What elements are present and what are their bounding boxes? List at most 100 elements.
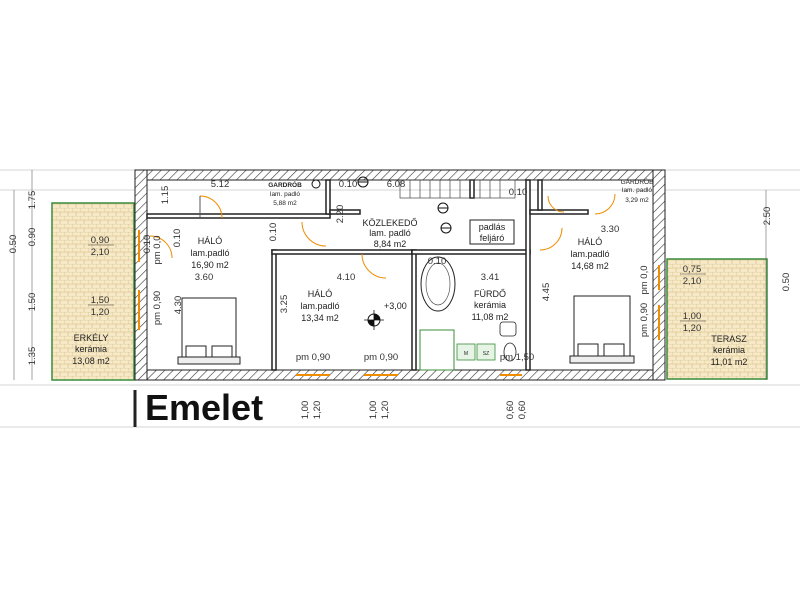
svg-text:HÁLÓ: HÁLÓ [578, 237, 603, 247]
bathtub-inner [425, 262, 451, 306]
svg-text:0,75: 0,75 [683, 264, 702, 275]
svg-text:pm 0,0: pm 0,0 [152, 235, 163, 264]
svg-text:0.10: 0.10 [268, 223, 279, 242]
toilet [503, 342, 517, 362]
svg-text:padlás: padlás [479, 222, 506, 232]
svg-text:1,20: 1,20 [312, 401, 323, 420]
windows [138, 230, 660, 376]
svg-text:pm 0,90: pm 0,90 [152, 291, 163, 325]
svg-text:ERKÉLY: ERKÉLY [74, 333, 109, 343]
terrace-area [666, 258, 768, 380]
window-labels: 0,90 2,10 1,50 1,20 0,75 2,10 1,00 1,20 … [88, 235, 706, 419]
svg-text:kerámia: kerámia [75, 344, 107, 354]
svg-text:pm 0,90: pm 0,90 [364, 352, 398, 363]
door-swings [149, 193, 616, 279]
room-halo-mid: HÁLÓ lam.padló 13,34 m2 [300, 289, 339, 323]
svg-text:1.50: 1.50 [27, 293, 38, 312]
svg-text:3.60: 3.60 [195, 272, 214, 283]
svg-text:1,20: 1,20 [683, 323, 702, 334]
svg-text:2,10: 2,10 [683, 276, 702, 287]
bathtub [420, 256, 456, 312]
svg-text:8,84 m2: 8,84 m2 [374, 239, 407, 249]
svg-text:5.12: 5.12 [211, 179, 230, 190]
svg-text:1,00: 1,00 [368, 401, 379, 420]
room-erkely: ERKÉLY kerámia 13,08 m2 [72, 333, 110, 366]
room-furdo: FÜRDŐ kerámia 11,08 m2 [472, 289, 509, 322]
svg-text:14,68 m2: 14,68 m2 [571, 261, 609, 271]
svg-text:HÁLÓ: HÁLÓ [198, 236, 223, 246]
svg-text:0.50: 0.50 [781, 273, 792, 292]
svg-text:pm 0,90: pm 0,90 [296, 352, 330, 363]
svg-text:13,34 m2: 13,34 m2 [301, 313, 339, 323]
svg-text:lam.padló: lam.padló [300, 301, 339, 311]
svg-text:5,88 m2: 5,88 m2 [273, 200, 297, 207]
room-terasz: TERASZ kerámia 11,01 m2 [711, 334, 748, 367]
svg-text:lam.padló: lam.padló [570, 249, 609, 259]
svg-text:1,50: 1,50 [91, 295, 110, 306]
svg-text:1.15: 1.15 [160, 186, 171, 205]
svg-text:3.30: 3.30 [601, 224, 620, 235]
attic-label: padlás feljáró [479, 222, 506, 243]
attic-ladder-box [469, 219, 515, 245]
svg-text:lam.padló: lam.padló [190, 248, 229, 258]
svg-text:4.30: 4.30 [173, 296, 184, 315]
exterior-dimensions: 1.75 0.90 0.50 1.50 1.35 2.50 0.50 0.10 [8, 191, 792, 366]
svg-text:pm 0,0: pm 0,0 [639, 265, 650, 294]
svg-text:kerámia: kerámia [474, 300, 506, 310]
svg-text:0,60: 0,60 [505, 401, 516, 420]
svg-text:2.20: 2.20 [335, 205, 346, 224]
svg-text:6.08: 6.08 [387, 179, 406, 190]
level-marker [364, 310, 384, 330]
washing-machine [456, 343, 476, 361]
washer-label: M [464, 351, 468, 357]
svg-text:13,08 m2: 13,08 m2 [72, 356, 110, 366]
svg-text:pm 0,90: pm 0,90 [639, 303, 650, 337]
svg-text:0.10: 0.10 [172, 229, 183, 248]
room-gardrob-left: GARDRÓB lam. padló 5,88 m2 [268, 180, 302, 207]
balcony-area [51, 202, 135, 381]
svg-text:2.50: 2.50 [762, 207, 773, 226]
svg-text:3.41: 3.41 [481, 272, 500, 283]
svg-text:GARDRÓB: GARDRÓB [621, 177, 654, 186]
bath-green-box [419, 329, 455, 371]
left-dimension-lines [13, 170, 767, 380]
svg-text:1.75: 1.75 [27, 191, 38, 210]
svg-text:TERASZ: TERASZ [711, 334, 747, 344]
svg-text:KÖZLEKEDŐ: KÖZLEKEDŐ [362, 218, 417, 228]
ceiling-lamps [311, 176, 452, 234]
svg-text:0.50: 0.50 [8, 235, 19, 254]
dryer-label: SZ [483, 351, 489, 357]
svg-text:FÜRDŐ: FÜRDŐ [474, 289, 506, 299]
svg-text:lam. padló: lam. padló [369, 228, 411, 238]
svg-text:lam. padló: lam. padló [270, 191, 300, 198]
svg-text:3,29 m2: 3,29 m2 [625, 197, 649, 204]
svg-text:4.45: 4.45 [541, 283, 552, 302]
svg-text:kerámia: kerámia [713, 345, 745, 355]
room-gardrob-right: GARDRÓB lam. padló 3,29 m2 [621, 177, 654, 204]
svg-text:GARDRÓB: GARDRÓB [268, 180, 302, 189]
interior-dimensions: 5.12 0.10 6.08 0.10 1.15 2.20 0.10 0.10 … [160, 179, 619, 314]
svg-text:1.35: 1.35 [27, 347, 38, 366]
svg-text:0.10: 0.10 [428, 256, 447, 267]
svg-text:4.10: 4.10 [337, 272, 356, 283]
svg-text:feljáró: feljáró [480, 233, 505, 243]
svg-text:1,00: 1,00 [300, 401, 311, 420]
svg-text:11,01 m2: 11,01 m2 [711, 357, 748, 367]
stair [399, 179, 516, 199]
room-halo-right: HÁLÓ lam.padló 14,68 m2 [570, 237, 609, 271]
svg-text:0.10: 0.10 [339, 179, 358, 190]
svg-text:0,60: 0,60 [517, 401, 528, 420]
dryer [476, 343, 496, 361]
room-halo-left: HÁLÓ lam.padló 16,90 m2 [190, 236, 229, 270]
svg-text:0.10: 0.10 [142, 235, 153, 254]
plan-title: Emelet [145, 387, 263, 428]
sink [499, 321, 517, 337]
svg-text:0,90: 0,90 [91, 235, 110, 246]
interior-walls [146, 179, 589, 371]
svg-text:1,20: 1,20 [91, 307, 110, 318]
svg-text:0.10: 0.10 [509, 187, 528, 198]
bed-left [177, 297, 241, 365]
svg-text:pm 1,50: pm 1,50 [500, 352, 534, 363]
svg-text:lam. padló: lam. padló [622, 187, 652, 194]
